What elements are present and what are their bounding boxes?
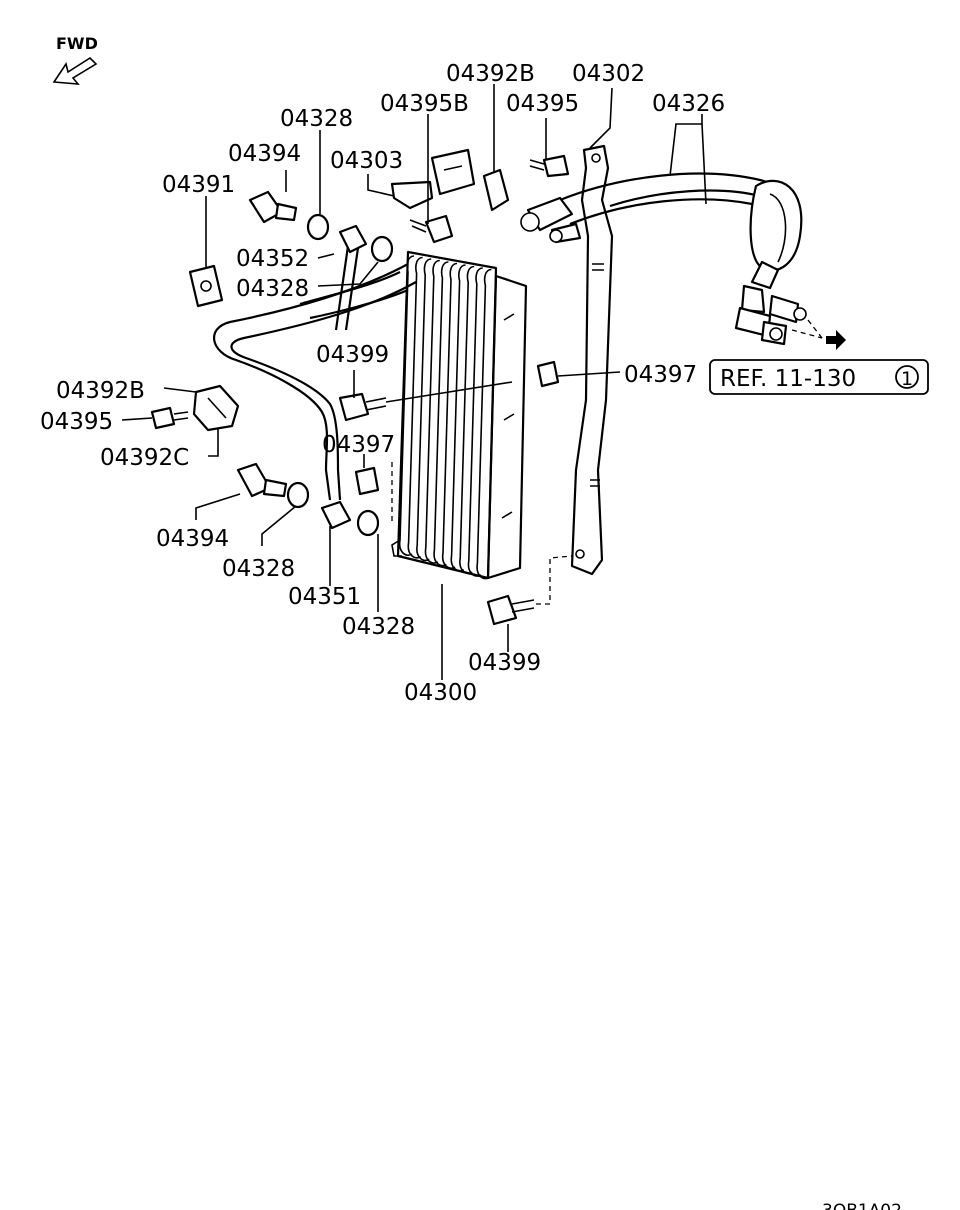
label-04328-top: 04328 (280, 106, 353, 132)
label-04351: 04351 (288, 584, 361, 610)
bolt-04395B (409, 214, 454, 244)
label-04328-bottom: 04328 (342, 614, 415, 640)
washer-04328-a (306, 213, 330, 241)
eye-bolt-04394-bottom (236, 462, 288, 498)
label-04399-mid: 04399 (316, 342, 389, 368)
callout-labels: 04392B 04302 04395B 04395 04326 04328 04… (40, 61, 725, 706)
clamp-04391 (188, 264, 224, 308)
label-04302: 04302 (572, 61, 645, 87)
cooler-fin (459, 265, 475, 575)
label-04395-top: 04395 (506, 91, 579, 117)
washer-04328-c (286, 481, 310, 509)
oil-cooler-core (391, 250, 528, 580)
label-04326: 04326 (652, 91, 725, 117)
bolt-04395-top (529, 154, 570, 178)
ref-arrow-icon (826, 330, 846, 350)
bracket-04302 (570, 144, 614, 576)
cooler-fin (450, 264, 466, 572)
grommet-04397-mid (354, 466, 380, 496)
reference-box: REF. 11-130 1 (709, 359, 929, 395)
bracket-04303 (390, 148, 476, 210)
oil-pipes (212, 245, 417, 501)
label-04392B-left: 04392B (56, 378, 145, 404)
cooler-fin (476, 268, 492, 580)
grommet-04397-right (536, 360, 560, 388)
label-04392C: 04392C (100, 445, 189, 471)
label-04397-mid: 04397 (322, 432, 395, 458)
label-04394-bottom: 04394 (156, 526, 229, 552)
drawing-code: 3QB1A02 (822, 1201, 902, 1210)
label-04328-mid: 04328 (236, 276, 309, 302)
label-04397-right: 04397 (624, 362, 697, 388)
washer-04328-b (370, 235, 394, 263)
label-04395-left: 04395 (40, 409, 113, 435)
reference-circle-icon (895, 365, 919, 389)
cooler-fin (407, 256, 423, 559)
pipe-end-04352 (338, 224, 368, 254)
cooler-fin (416, 258, 432, 562)
label-04300: 04300 (404, 680, 477, 706)
label-04399-bottom: 04399 (468, 650, 541, 676)
hose-04326 (520, 172, 823, 346)
bolt-04395-left (150, 406, 189, 430)
eye-bolt-04394-top (248, 190, 298, 224)
label-04303: 04303 (330, 148, 403, 174)
label-04352: 04352 (236, 246, 309, 272)
reference-text: REF. 11-130 (720, 366, 856, 392)
cooler-fin (433, 261, 449, 567)
label-04392B-top: 04392B (446, 61, 535, 87)
bolt-04399-mid (338, 392, 387, 422)
washer-04328-d (356, 509, 380, 537)
fwd-label: FWD (56, 34, 98, 53)
reference-circle-number: 1 (901, 368, 913, 390)
cooler-fin (441, 262, 458, 569)
pipe-end-04351 (320, 500, 352, 530)
leader-lines (121, 84, 707, 680)
clip-04392B-top (482, 168, 510, 212)
label-04394-top: 04394 (228, 141, 301, 167)
bolt-04399-bottom (486, 555, 573, 626)
clamp-04392B-04392C (192, 384, 240, 432)
cooler-fin (467, 267, 483, 577)
label-04391: 04391 (162, 172, 235, 198)
label-04395B: 04395B (380, 91, 469, 117)
label-04328-lower: 04328 (222, 556, 295, 582)
fwd-arrow-icon (52, 56, 98, 85)
cooler-fin (424, 259, 440, 564)
